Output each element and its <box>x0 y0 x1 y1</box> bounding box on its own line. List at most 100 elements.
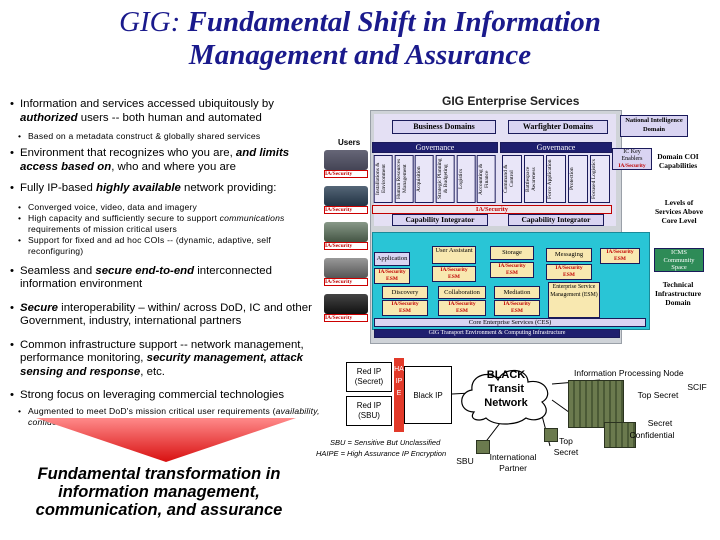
esm-label: ESM <box>399 308 411 314</box>
gov-column: Installations & Environment <box>374 155 393 203</box>
user-ia-security: IA/Security <box>324 206 368 214</box>
ia-security-label: IA/Security <box>555 265 583 271</box>
footer-title: Fundamental transformation in informatio… <box>35 465 283 519</box>
secret-label: Secret <box>647 418 673 428</box>
gov-column: Logistics <box>456 155 476 203</box>
mid-ia-security-2: IA/Security ESM <box>490 262 534 278</box>
ic-key-enablers-label: IC Key Enablers <box>621 149 643 162</box>
diagram-title: GIG Enterprise Services <box>442 94 580 108</box>
sbu-label: SBU <box>456 456 474 466</box>
capability-integrator-left: Capability Integrator <box>392 214 488 226</box>
governance-columns-left: Installations & Environment Human Resour… <box>374 155 497 203</box>
info-processing-node-label: Information Processing Node <box>574 368 684 378</box>
haipe-label: HAIPE <box>394 366 404 397</box>
user-icon <box>324 294 368 314</box>
esm-label: ESM <box>614 256 626 262</box>
business-domains-box: Business Domains <box>392 120 496 134</box>
low-ia-security-1: IA/Security ESM <box>382 300 428 316</box>
equipment-rack-icon <box>568 380 624 428</box>
bullet-text: Fully IP-based <box>20 182 96 194</box>
collaboration-box: Collaboration <box>438 286 486 299</box>
mediation-box: Mediation <box>494 286 540 299</box>
bullet-text: , etc. <box>140 365 165 378</box>
icms-box: ICMS Community Space <box>654 248 704 272</box>
storage-box: Storage <box>490 246 534 260</box>
bullet-emphasis: highly available <box>95 182 181 194</box>
governance-band-right: Governance <box>500 142 612 153</box>
top-secret-remote-label: Top Secret <box>553 436 579 457</box>
transit-cloud-icon <box>461 369 549 425</box>
bullet-text: , who and where you are <box>111 160 236 173</box>
bullet-text: network providing: <box>180 182 277 194</box>
ia-security-label: IA/Security <box>498 263 526 269</box>
bullet-text: Common infrastructure support -- network… <box>20 338 304 365</box>
user-icon <box>324 186 368 206</box>
capability-integrator-right: Capability Integrator <box>508 214 604 226</box>
sub-bullet-emphasis: communications <box>219 212 285 223</box>
users-column: IA/Security IA/Security IA/Security IA/S… <box>324 150 368 322</box>
red-ip-sbu-box: Red IP (SBU) <box>346 396 392 426</box>
application-box: Application <box>374 252 410 266</box>
bullet-text: Seamless and <box>20 264 96 277</box>
low-ia-security-3: IA/Security ESM <box>494 300 540 316</box>
user-icon <box>324 150 368 170</box>
confidential-label: Confidential <box>629 430 675 440</box>
title-prefix: GIG: <box>119 6 181 38</box>
sub-bullet-item: Support for fixed and ad hoc COIs -- (dy… <box>10 235 322 257</box>
bullet-item: Strong focus on leveraging commercial te… <box>10 389 322 403</box>
slide-title: GIG: Fundamental Shift in Information Ma… <box>0 6 720 72</box>
esm-label: ESM <box>511 308 523 314</box>
scif-label: SCIF <box>687 382 707 392</box>
top-ia-security-box: IA/Security ESM <box>600 248 640 264</box>
black-ip-box: Black IP <box>404 366 452 424</box>
ia-security-label: IA/Security <box>391 301 419 307</box>
national-intel-box: National Intelligence Domain <box>620 115 688 137</box>
haipe-bar: HAIPE <box>394 358 404 432</box>
international-partner-label: International Partner <box>489 452 537 473</box>
bullet-item: Information and services accessed ubiqui… <box>10 98 322 125</box>
ia-security-label: IA/Security <box>448 301 476 307</box>
bullet-text: users -- both human and automated <box>77 111 262 124</box>
black-transit-label: BLACK Transit Network <box>484 369 528 409</box>
gov-column: Focused Logistics <box>590 155 610 203</box>
mid-ia-security-3: IA/Security ESM <box>546 264 592 280</box>
user-icon <box>324 258 368 278</box>
low-ia-security-2: IA/Security ESM <box>438 300 486 316</box>
sub-bullet-text: Augmented to meet DoD's mission critical… <box>28 405 276 416</box>
levels-of-services-label: Levels of Services Above Core Level <box>654 198 704 225</box>
ic-key-enablers-box: IC Key Enablers IA/Security <box>612 148 652 170</box>
governance-band-left: Governance <box>372 142 498 153</box>
title-line2: Management and Assurance <box>188 39 532 71</box>
bullet-emphasis: authorized <box>20 111 78 124</box>
bullet-list: Information and services accessed ubiqui… <box>10 98 322 433</box>
haipe-definition: HAIPE = High Assurance IP Encryption <box>316 449 447 458</box>
user-icon <box>324 222 368 242</box>
esm-label: ESM <box>506 270 518 276</box>
user-ia-security: IA/Security <box>324 170 368 178</box>
governance-columns-right: Command & Control Battlespace Awareness … <box>502 155 610 203</box>
esm-label: ESM <box>386 276 398 282</box>
transport-infra-bar: GIG Transport Environment & Computing In… <box>374 329 620 338</box>
users-label: Users <box>338 138 361 147</box>
esm-service-box: Enterprise Service Management (ESM) <box>548 282 600 318</box>
user-ia-security: IA/Security <box>324 314 368 322</box>
bullet-text: interoperability – within/ across DoD, I… <box>20 301 312 328</box>
bullet-emphasis: and limits access based on <box>20 147 290 173</box>
user-ia-security: IA/Security <box>324 278 368 286</box>
gov-column: Acquisition <box>415 155 435 203</box>
equipment-rack-icon <box>604 422 636 448</box>
warfighter-domains-box: Warfighter Domains <box>508 120 608 134</box>
bullet-emphasis: Secure <box>20 301 58 314</box>
gov-column: Battlespace Awareness <box>524 155 544 203</box>
sub-bullet-text: High capacity and sufficiently secure to… <box>28 212 220 223</box>
bullet-text: interconnected information environment <box>20 264 272 291</box>
ia-security-label: IA/Security <box>503 301 531 307</box>
core-enterprise-services-bar: Core Enterprise Services (CES) <box>374 318 646 327</box>
ia-security-label: IA/Security <box>378 269 406 275</box>
red-ip-secret-box: Red IP (Secret) <box>346 362 392 392</box>
domain-coi-label: Domain COI Capabilities <box>657 152 699 170</box>
top-secret-device-icon <box>544 428 558 442</box>
gov-column: Accounting & Finance <box>477 155 497 203</box>
bullet-item: Fully IP-based highly available network … <box>10 182 322 196</box>
sub-bullet-item: Converged voice, video, data and imagery <box>10 202 322 213</box>
